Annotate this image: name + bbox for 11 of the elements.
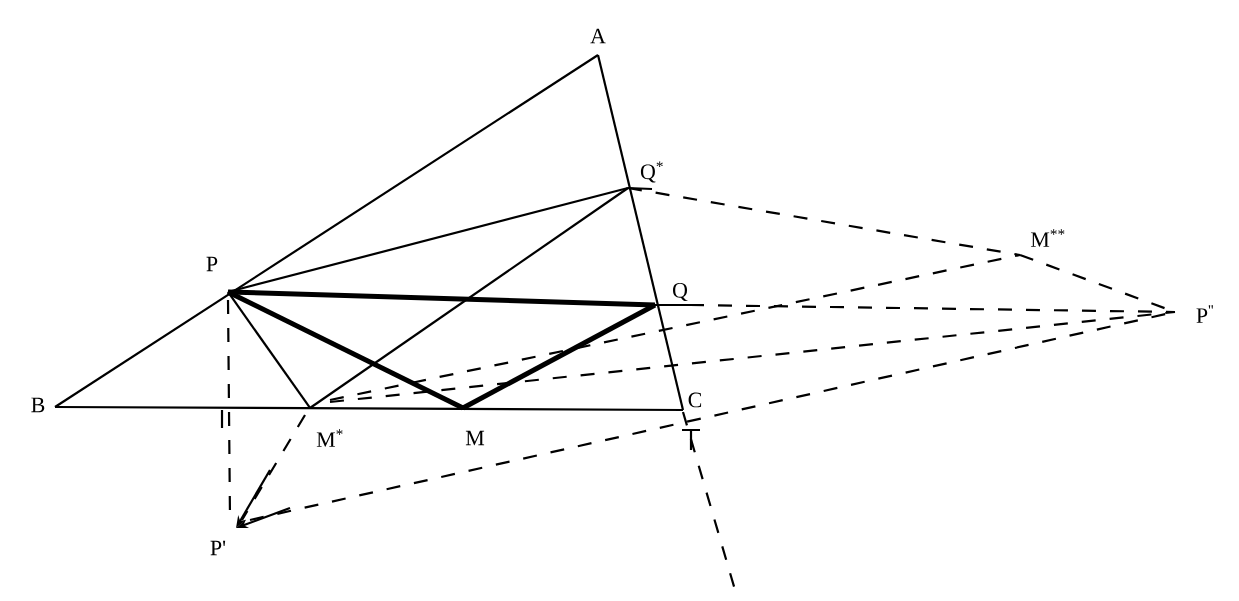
point-label: Q$^{*}$	[640, 161, 663, 183]
point-label: M$^{*}$	[316, 429, 343, 447]
point-label: C	[688, 392, 702, 408]
point-label: P	[206, 256, 218, 272]
point-label: M	[465, 430, 485, 446]
point-label: M$^{**}$	[1030, 229, 1065, 247]
point-label: B	[31, 397, 45, 413]
point-label: P'	[210, 540, 226, 556]
point-label: P$^{''}$	[1196, 305, 1213, 323]
point-label: A	[590, 28, 606, 44]
point-label: Q	[673, 282, 688, 301]
